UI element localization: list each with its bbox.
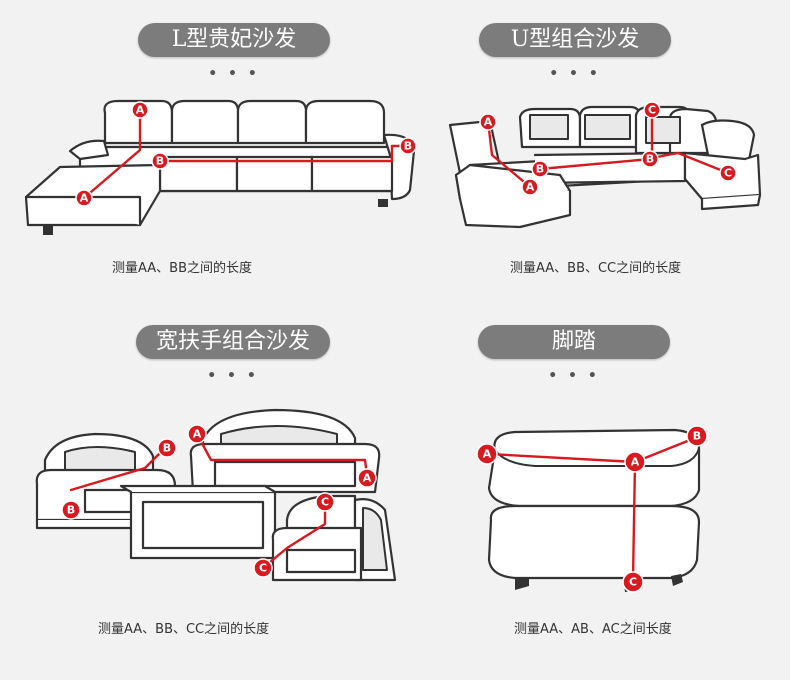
svg-text:C: C bbox=[629, 576, 637, 589]
svg-text:A: A bbox=[631, 456, 640, 469]
marker-c-right: C bbox=[719, 164, 737, 182]
panel-l-sofa: L型贵妃沙发 • • • A A B B 测量AA、BB之间的长度 bbox=[0, 0, 417, 340]
marker-b-left: B bbox=[531, 160, 549, 178]
panel-ottoman: 脚踏 • • • A A B C 测量AA、AB、AC之间长度 bbox=[395, 320, 790, 660]
marker-a-top: A bbox=[479, 113, 497, 131]
panel-caption: 测量AA、BB之间的长度 bbox=[112, 261, 252, 276]
svg-text:C: C bbox=[724, 167, 732, 180]
panel-caption: 测量AA、BB、CC之间的长度 bbox=[510, 261, 682, 276]
separator-dots: • • • bbox=[208, 66, 260, 82]
panel-u-sofa: U型组合沙发 • • • A A B B C C 测量AA、BB、CC之间的长度 bbox=[395, 0, 790, 340]
ottoman-footstool-illustration: A A B C bbox=[476, 425, 708, 593]
separator-dots: • • • bbox=[207, 368, 259, 384]
panel-wide-arm-sofa: 宽扶手组合沙发 • • • B B A A C C 测量AA、BB、CC之间的 bbox=[0, 320, 397, 660]
marker-b-right: B bbox=[399, 137, 417, 155]
svg-text:C: C bbox=[648, 104, 656, 117]
svg-text:B: B bbox=[156, 155, 164, 168]
marker-a-left: A bbox=[187, 424, 207, 444]
svg-text:C: C bbox=[259, 562, 267, 575]
marker-c: C bbox=[622, 571, 644, 593]
panel-title: L型贵妃沙发 bbox=[138, 23, 330, 57]
svg-text:B: B bbox=[404, 140, 412, 153]
marker-b-right: B bbox=[641, 150, 659, 168]
marker-b-left: B bbox=[151, 152, 169, 170]
separator-dots: • • • bbox=[549, 66, 601, 82]
svg-text:A: A bbox=[136, 104, 145, 117]
marker-b-bottom: B bbox=[61, 500, 81, 520]
marker-a-right: A bbox=[357, 468, 377, 488]
svg-text:B: B bbox=[163, 442, 171, 455]
svg-text:B: B bbox=[693, 430, 701, 443]
marker-b: B bbox=[686, 425, 708, 447]
svg-text:A: A bbox=[193, 428, 202, 441]
panel-caption: 测量AA、BB、CC之间的长度 bbox=[98, 622, 270, 637]
svg-text:C: C bbox=[321, 496, 329, 509]
marker-c-bottom: C bbox=[253, 558, 273, 578]
svg-text:B: B bbox=[536, 163, 544, 176]
marker-a-bottom: A bbox=[521, 178, 539, 196]
marker-b-top: B bbox=[157, 438, 177, 458]
marker-c-top: C bbox=[315, 492, 335, 512]
l-shaped-chaise-sofa-illustration: A A B B bbox=[24, 99, 417, 235]
svg-text:B: B bbox=[646, 153, 654, 166]
u-shaped-sectional-sofa-illustration: A A B B C C bbox=[448, 101, 762, 229]
svg-text:A: A bbox=[80, 192, 89, 205]
svg-text:A: A bbox=[484, 116, 493, 129]
panel-title: U型组合沙发 bbox=[479, 23, 671, 57]
panel-title: 脚踏 bbox=[478, 325, 670, 359]
marker-a-top: A bbox=[131, 101, 149, 119]
marker-a-left: A bbox=[476, 443, 498, 465]
svg-text:A: A bbox=[483, 448, 492, 461]
separator-dots: • • • bbox=[548, 368, 600, 384]
svg-text:A: A bbox=[363, 472, 372, 485]
wide-arm-sofa-set-illustration: B B A A C C bbox=[35, 408, 397, 582]
svg-text:A: A bbox=[526, 181, 535, 194]
marker-c-top: C bbox=[643, 101, 661, 119]
marker-a-right: A bbox=[624, 451, 646, 473]
marker-a-bottom: A bbox=[75, 189, 93, 207]
panel-caption: 测量AA、AB、AC之间长度 bbox=[514, 622, 672, 637]
panel-title: 宽扶手组合沙发 bbox=[136, 325, 330, 359]
svg-text:B: B bbox=[67, 504, 75, 517]
